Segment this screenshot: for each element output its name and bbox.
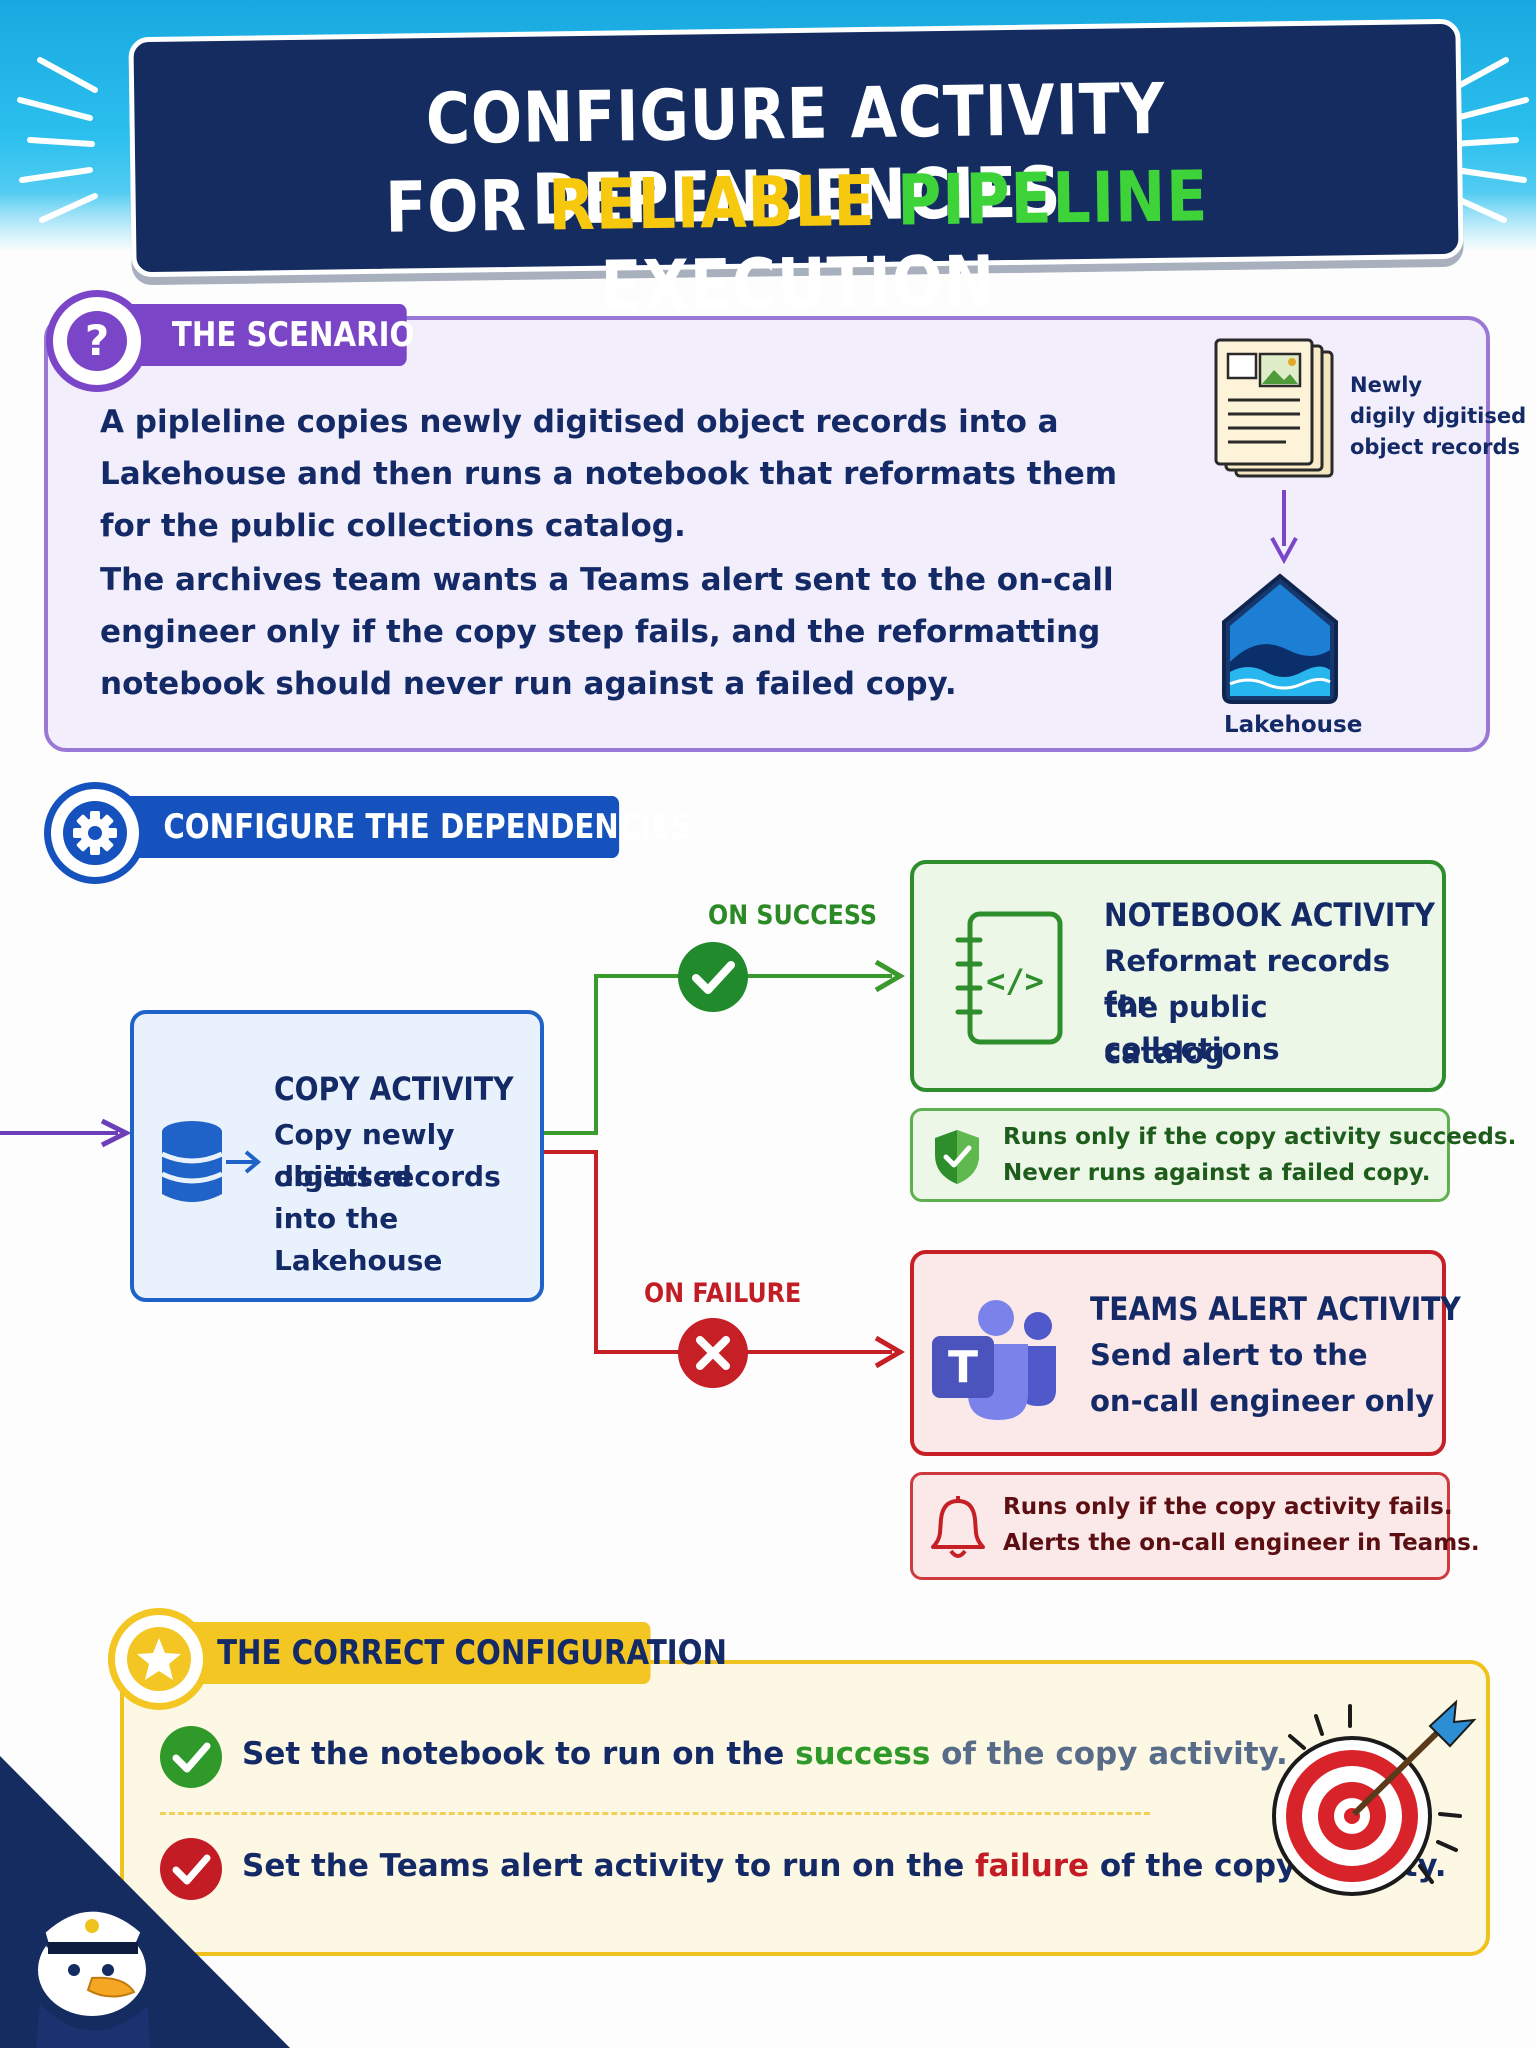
teams-failure-note: Runs only if the copy activity fails. Al… [910,1472,1480,1580]
teams-activity-desc-1: Send alert to the [1090,1338,1368,1372]
check-circle-red-icon [160,1838,222,1900]
scenario-heading: THE SCENARIO [171,315,415,355]
records-label-line-2: digily djgitised [1350,404,1527,428]
title-highlight-reliable: RELIABLE [547,159,877,247]
configure-heading: CONFIGURE THE DEPENDENCIES [163,807,693,847]
database-icon [160,1121,262,1202]
copy-activity-desc-1: Copy newly digitised [274,1118,455,1193]
copy-activity-title: COPY ACTIVITY [274,1070,514,1108]
on-failure-label: ON FAILURE [644,1278,802,1309]
teams-note-line-2: Alerts the on-call engineer in Teams. [1003,1530,1480,1556]
svg-text:</>: </> [986,962,1044,1000]
copy-activity-card[interactable]: COPY ACTIVITY Copy newly digitised objec… [130,1010,544,1302]
line-2-failure-word: failure [975,1848,1090,1884]
correct-heading-tab: THE CORRECT CONFIGURATION [150,1622,727,1684]
notebook-note-line-1: Runs only if the copy activity succeeds. [1003,1124,1517,1150]
star-icon [108,1608,210,1710]
down-arrow-icon [1270,490,1298,564]
line-2-text-a: Set the Teams alert activity to run on t… [242,1848,976,1884]
teams-activity-title: TEAMS ALERT ACTIVITY [1090,1290,1461,1328]
teams-note-line-1: Runs only if the copy activity fails. [1003,1494,1453,1520]
notebook-activity-card[interactable]: </> NOTEBOOK ACTIVITY Reformat records f… [910,860,1446,1092]
notebook-activity-desc-3: catalog [1104,1036,1225,1070]
check-circle-icon [678,942,748,1012]
check-circle-icon [160,1726,222,1788]
correct-config-line-1: Set the notebook to run on the success o… [242,1736,1288,1772]
line-1-success-word: success [795,1736,931,1772]
notebook-activity-desc-2: the public collections [1104,990,1280,1066]
records-label-line-3: object records [1350,435,1521,459]
teams-activity-desc-2: on-call engineer only [1090,1384,1435,1418]
teams-icon: T [932,1300,1056,1420]
notebook-activity-title: NOTEBOOK ACTIVITY [1104,896,1435,934]
teams-alert-activity-card[interactable]: T TEAMS ALERT ACTIVITY Send alert to the… [910,1250,1461,1456]
lakehouse-label: Lakehouse [1224,712,1363,738]
on-success-label: ON SUCCESS [708,900,878,931]
title-suffix: EXECUTION [600,240,996,328]
notebook-activity-desc-1: Reformat records for [1104,944,1390,1020]
correct-configuration-panel [120,1660,1490,1956]
scenario-paragraph-2: The archives team wants a Teams alert se… [100,562,1114,702]
notebook-code-icon: </> [955,911,1063,1045]
bell-icon [931,1496,985,1558]
configure-heading-tab: CONFIGURE THE DEPENDENCIES [110,796,692,858]
title-banner: CONFIGURE ACTIVITY DEPENDENCIES FOR RELI… [128,18,1464,328]
scenario-paragraph-1: A pipleline copies newly digitised objec… [100,404,1118,544]
correct-heading: THE CORRECT CONFIGURATION [217,1633,727,1673]
teams-icon-letter: T [948,1342,978,1393]
target-icon [1272,1699,1477,1896]
config-divider [160,1812,1150,1815]
records-label-line-1: Newly [1350,373,1423,397]
svg-text:?: ? [85,316,109,365]
title-highlight-pipeline: PIPELINE [896,155,1209,242]
gear-icon [44,782,146,884]
line-1-text-c: of the copy activity. [930,1736,1288,1772]
document-stack-icon [1214,338,1334,478]
correct-config-line-2: Set the Teams alert activity to run on t… [242,1848,1447,1884]
sailor-duck-mascot [0,1756,290,2048]
lakehouse-icon [1222,573,1338,704]
title-prefix: FOR [384,164,549,249]
copy-activity-desc-3: into the Lakehouse [274,1202,443,1277]
notebook-success-note: Runs only if the copy activity succeeds.… [910,1108,1516,1202]
question-icon: ? [46,290,148,392]
speed-lines-left-icon [17,57,98,223]
notebook-note-line-2: Never runs against a failed copy. [1003,1160,1431,1186]
shield-check-icon [935,1130,979,1184]
x-circle-icon [678,1318,748,1388]
line-1-text-a: Set the notebook to run on the [242,1736,796,1772]
scenario-heading-tab: THE SCENARIO [110,304,414,366]
copy-activity-desc-2: object records [274,1160,501,1193]
